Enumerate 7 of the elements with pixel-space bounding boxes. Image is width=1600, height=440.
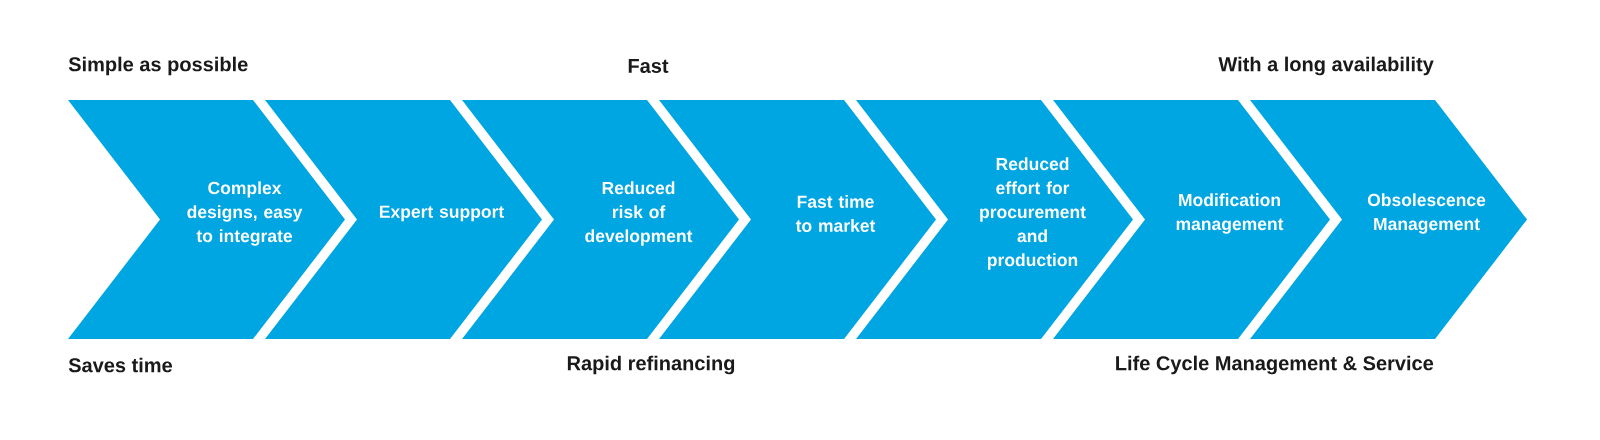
benefit-label: Rapid refinancing	[567, 355, 735, 375]
benefit-label: Simple as possible	[68, 56, 248, 76]
node-label: Obsolescence Management	[1367, 193, 1486, 234]
chevron-step: Complex designs, easy to integrate	[68, 100, 345, 339]
benefit-label: Fast	[628, 59, 669, 73]
benefit-label: With a long availability	[1218, 56, 1434, 76]
benefit-label: Life Cycle Management & Service	[1116, 355, 1434, 375]
